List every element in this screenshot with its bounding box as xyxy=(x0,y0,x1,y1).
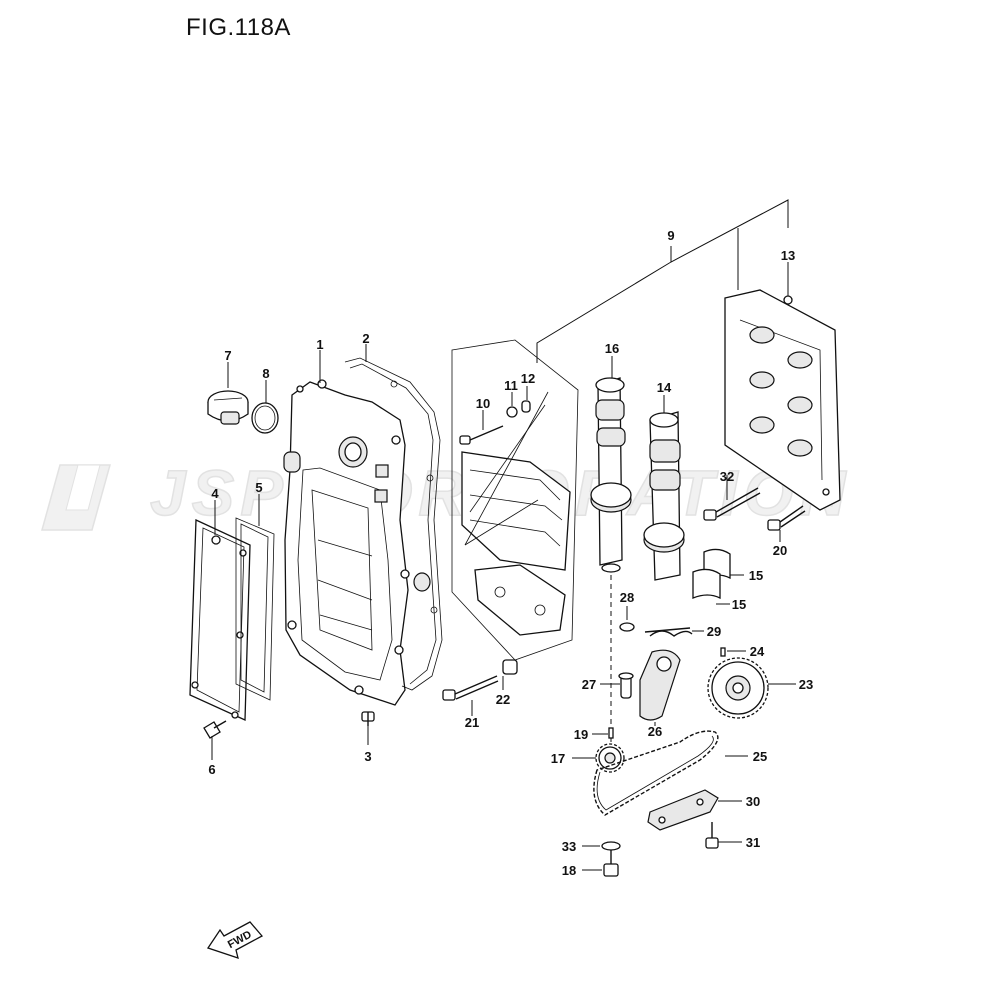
callout-19: 19 xyxy=(574,727,588,742)
callout-13: 13 xyxy=(781,248,795,263)
callout-4: 4 xyxy=(211,486,219,501)
part-22-dowel xyxy=(502,659,518,675)
part-13-upper-cam-housing xyxy=(724,289,841,511)
callout-27: 27 xyxy=(582,677,596,692)
callout-2: 2 xyxy=(362,331,369,346)
callout-3: 3 xyxy=(364,749,371,764)
part-30-chain-guide xyxy=(647,789,719,831)
part-10-bolt xyxy=(459,425,504,445)
callout-1: 1 xyxy=(316,337,323,352)
part-2-gasket xyxy=(344,357,443,691)
callout-22: 22 xyxy=(496,692,510,707)
forward-direction-arrow: FWD xyxy=(206,921,264,959)
callout-15-upper: 15 xyxy=(749,568,763,583)
part-12-pin xyxy=(521,400,531,413)
part-28-washer xyxy=(619,622,635,632)
callout-26: 26 xyxy=(648,724,662,739)
part-32-bolt xyxy=(703,487,761,521)
part-27-pin xyxy=(618,672,634,699)
callout-6: 6 xyxy=(208,762,215,777)
part-7-filler-cap xyxy=(207,390,249,425)
callout-32: 32 xyxy=(720,469,734,484)
callout-30: 30 xyxy=(746,794,760,809)
part-21-bolt xyxy=(442,675,499,701)
part-6-bolt xyxy=(203,720,227,739)
callout-24: 24 xyxy=(750,644,765,659)
callout-23: 23 xyxy=(799,677,813,692)
callout-10: 10 xyxy=(476,396,490,411)
part-25-timing-chain xyxy=(593,730,719,816)
callout-9: 9 xyxy=(667,228,674,243)
part-4-cover-plate xyxy=(189,518,251,721)
callout-18: 18 xyxy=(562,863,576,878)
part-11-washer xyxy=(506,406,518,418)
part-8-o-ring xyxy=(251,402,279,434)
callout-21: 21 xyxy=(465,715,479,730)
part-17-sprocket xyxy=(595,743,625,773)
watermark: JSP CORPORATION xyxy=(41,456,846,531)
part-19-key xyxy=(608,727,614,739)
callout-8: 8 xyxy=(262,366,269,381)
part-3-bolt xyxy=(361,711,375,726)
part-26-tensioner-arm xyxy=(639,649,681,721)
part-16-camshaft xyxy=(590,377,632,573)
part-9-cam-housing-box xyxy=(451,339,579,661)
figure-title: FIG.118A xyxy=(186,14,291,41)
callout-5: 5 xyxy=(255,480,262,495)
callout-28: 28 xyxy=(620,590,634,605)
part-23-sprocket xyxy=(707,657,769,719)
callout-29: 29 xyxy=(707,624,721,639)
callout-labels: 1 2 3 4 5 6 7 8 9 10 11 12 13 14 15 15 1… xyxy=(208,228,813,878)
callout-17: 17 xyxy=(551,751,565,766)
leader-lines xyxy=(211,262,796,871)
part-24-key xyxy=(720,647,726,657)
callout-12: 12 xyxy=(521,371,535,386)
callout-20: 20 xyxy=(773,543,787,558)
callout-11: 11 xyxy=(504,378,518,393)
callout-16: 16 xyxy=(605,341,619,356)
part-29-spring xyxy=(644,627,693,637)
part-31-bolt xyxy=(705,822,719,849)
callout-7: 7 xyxy=(224,348,231,363)
callout-25: 25 xyxy=(753,749,767,764)
part-15-retainer xyxy=(692,548,731,600)
part-33-washer xyxy=(601,841,621,851)
part-1-head-cover xyxy=(283,379,431,706)
callout-31: 31 xyxy=(746,835,760,850)
part-5-cover-gasket xyxy=(235,517,275,701)
callout-15-lower: 15 xyxy=(732,597,746,612)
part-18-bolt xyxy=(603,850,619,877)
callout-14: 14 xyxy=(657,380,672,395)
callout-33: 33 xyxy=(562,839,576,854)
group-9-bracket xyxy=(536,199,789,363)
part-20-bolt xyxy=(767,505,806,531)
